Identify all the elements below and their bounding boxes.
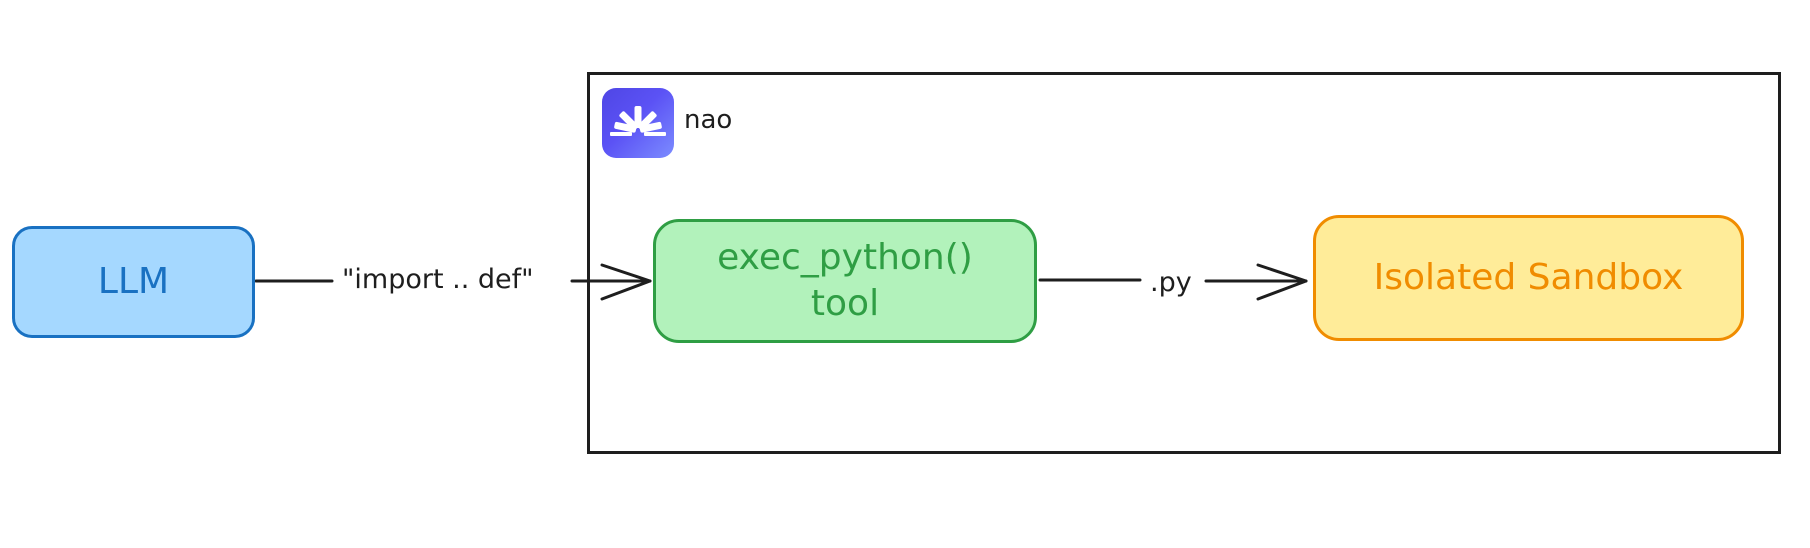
edge-label-import-def: "import .. def" (338, 263, 538, 297)
arrowhead-exec-to-sandbox (1256, 263, 1308, 301)
edge-label-py: .py (1146, 266, 1196, 300)
node-exec-label-line2: tool (810, 283, 880, 324)
node-isolated-sandbox: Isolated Sandbox (1313, 215, 1744, 341)
arrowhead-llm-to-exec (600, 263, 652, 301)
node-exec-label-line1: exec_python() (717, 237, 973, 278)
node-exec-python-tool: exec_python() tool (653, 219, 1037, 343)
node-sandbox-label: Isolated Sandbox (1373, 257, 1684, 298)
node-llm: LLM (12, 226, 255, 338)
nao-logo-icon (602, 88, 674, 158)
node-llm-label: LLM (97, 261, 170, 302)
nao-group-frame (587, 72, 1781, 454)
edge-exec-to-sandbox (1038, 278, 1308, 283)
group-title-nao: nao (684, 105, 733, 135)
